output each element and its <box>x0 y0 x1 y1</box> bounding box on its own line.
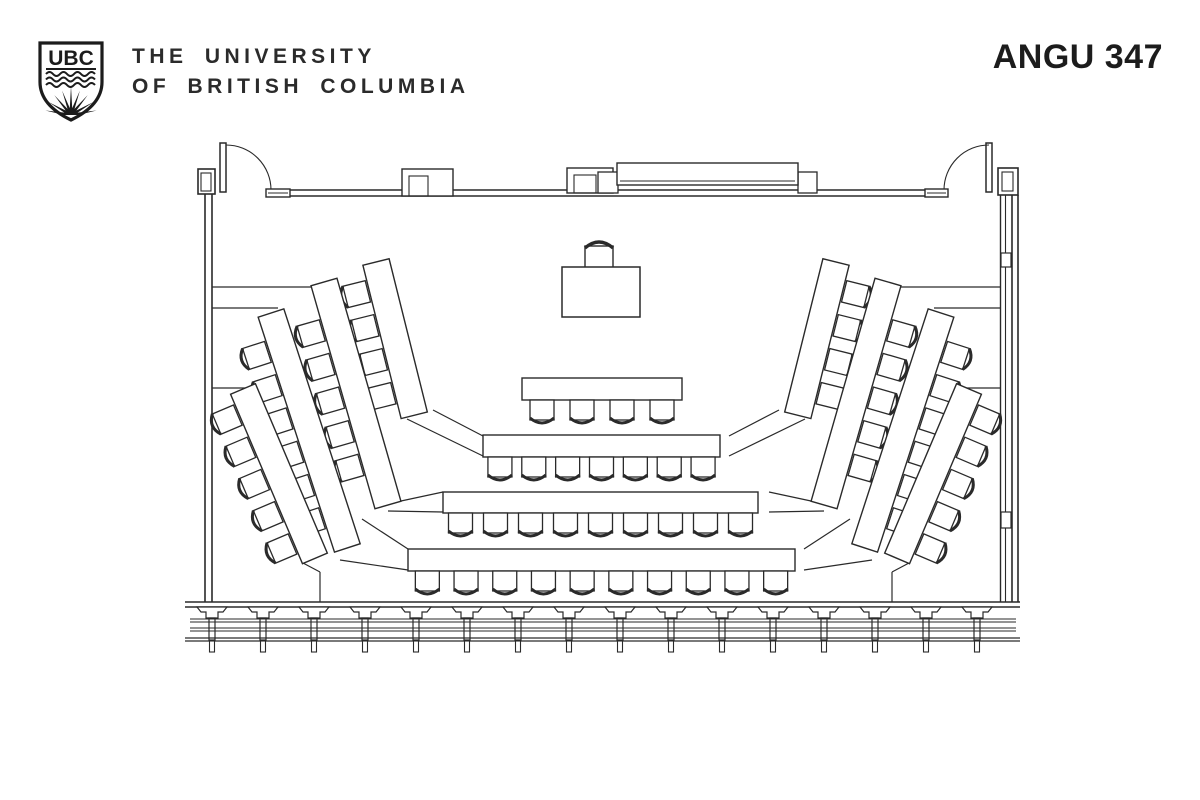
seat <box>303 352 336 383</box>
mullion-unit <box>195 606 229 653</box>
mullion-unit <box>909 606 943 653</box>
center-row-4 <box>407 548 796 596</box>
instructor-station <box>561 240 641 318</box>
seat <box>239 340 273 371</box>
wordmark-line2: OF BRITISH COLUMBIA <box>132 75 470 98</box>
center-row-3 <box>442 491 759 538</box>
seat <box>552 512 579 538</box>
seat <box>482 512 509 538</box>
seat <box>646 570 673 596</box>
seat <box>969 404 1003 436</box>
instructor-desk <box>561 266 641 318</box>
right-table-2 <box>810 277 919 510</box>
seat <box>530 570 557 596</box>
seat <box>529 399 555 425</box>
instructor-chair <box>583 240 615 271</box>
wall-pilaster-1 <box>401 168 454 197</box>
seat <box>453 570 480 596</box>
mullion-unit <box>552 606 586 653</box>
ubc-shield-text: UBC <box>48 47 94 70</box>
wall-column-left <box>197 168 216 195</box>
seat <box>414 570 441 596</box>
seat <box>223 436 257 468</box>
seat <box>856 419 890 450</box>
left-table-1 <box>339 257 429 420</box>
seat <box>914 533 948 565</box>
seat <box>609 399 635 425</box>
shield-waves <box>45 71 96 88</box>
seat <box>250 500 284 533</box>
mullion-unit <box>654 606 688 653</box>
seat <box>588 456 615 482</box>
room-code-label: ANGU 347 <box>992 38 1163 76</box>
seat <box>723 570 750 596</box>
seat <box>264 533 298 565</box>
seat <box>209 404 243 436</box>
seat <box>569 570 596 596</box>
tier-edges <box>212 286 1000 602</box>
seat <box>520 456 547 482</box>
bottom-wall-strip <box>185 606 1020 653</box>
mullion-unit <box>603 606 637 653</box>
left-table-4 <box>209 382 329 565</box>
center-row-2 <box>482 434 721 482</box>
seat <box>876 352 909 383</box>
mullion-unit <box>705 606 739 653</box>
mullion-unit <box>450 606 484 653</box>
right-table-4 <box>883 382 1003 565</box>
seat <box>517 512 544 538</box>
seat <box>955 436 989 468</box>
seat <box>486 456 513 482</box>
mullion-unit <box>246 606 280 653</box>
whiteboard <box>597 162 818 194</box>
seat <box>928 500 962 533</box>
seat <box>885 318 919 349</box>
seat <box>622 456 649 482</box>
center-row-1 <box>521 377 683 425</box>
seat <box>762 570 789 596</box>
seat <box>607 570 634 596</box>
seat <box>690 456 717 482</box>
mullion-unit <box>348 606 382 653</box>
mullion-unit <box>807 606 841 653</box>
wall-column-right <box>997 167 1019 196</box>
wordmark-line1: THE UNIVERSITY <box>132 45 376 68</box>
seat <box>622 512 649 538</box>
seat <box>657 512 684 538</box>
page-header: UBC THE UNIVERSITY OF BRITISH COLUMBIA A… <box>0 0 1200 140</box>
seat <box>491 570 518 596</box>
seat <box>692 512 719 538</box>
seat <box>447 512 474 538</box>
mullion-unit <box>399 606 433 653</box>
seat <box>322 419 356 450</box>
ubc-logo: UBC <box>38 41 104 122</box>
mullion-unit <box>501 606 535 653</box>
seat <box>587 512 614 538</box>
mullion-unit <box>756 606 790 653</box>
door-left <box>219 142 291 198</box>
seat <box>685 570 712 596</box>
seat <box>554 456 581 482</box>
mullion-unit <box>858 606 892 653</box>
seat <box>237 468 271 500</box>
door-right <box>924 142 993 198</box>
seat <box>649 399 675 425</box>
shield-sunburst <box>45 86 97 115</box>
seat <box>293 318 327 349</box>
seat <box>941 468 975 500</box>
seat <box>656 456 683 482</box>
mullion-unit <box>297 606 331 653</box>
mullion-unit <box>960 606 994 653</box>
seat <box>939 340 973 371</box>
university-wordmark: THE UNIVERSITY OF BRITISH COLUMBIA <box>132 42 469 102</box>
left-table-2 <box>293 277 402 510</box>
seat <box>313 386 346 416</box>
seat <box>727 512 754 538</box>
seat <box>569 399 595 425</box>
